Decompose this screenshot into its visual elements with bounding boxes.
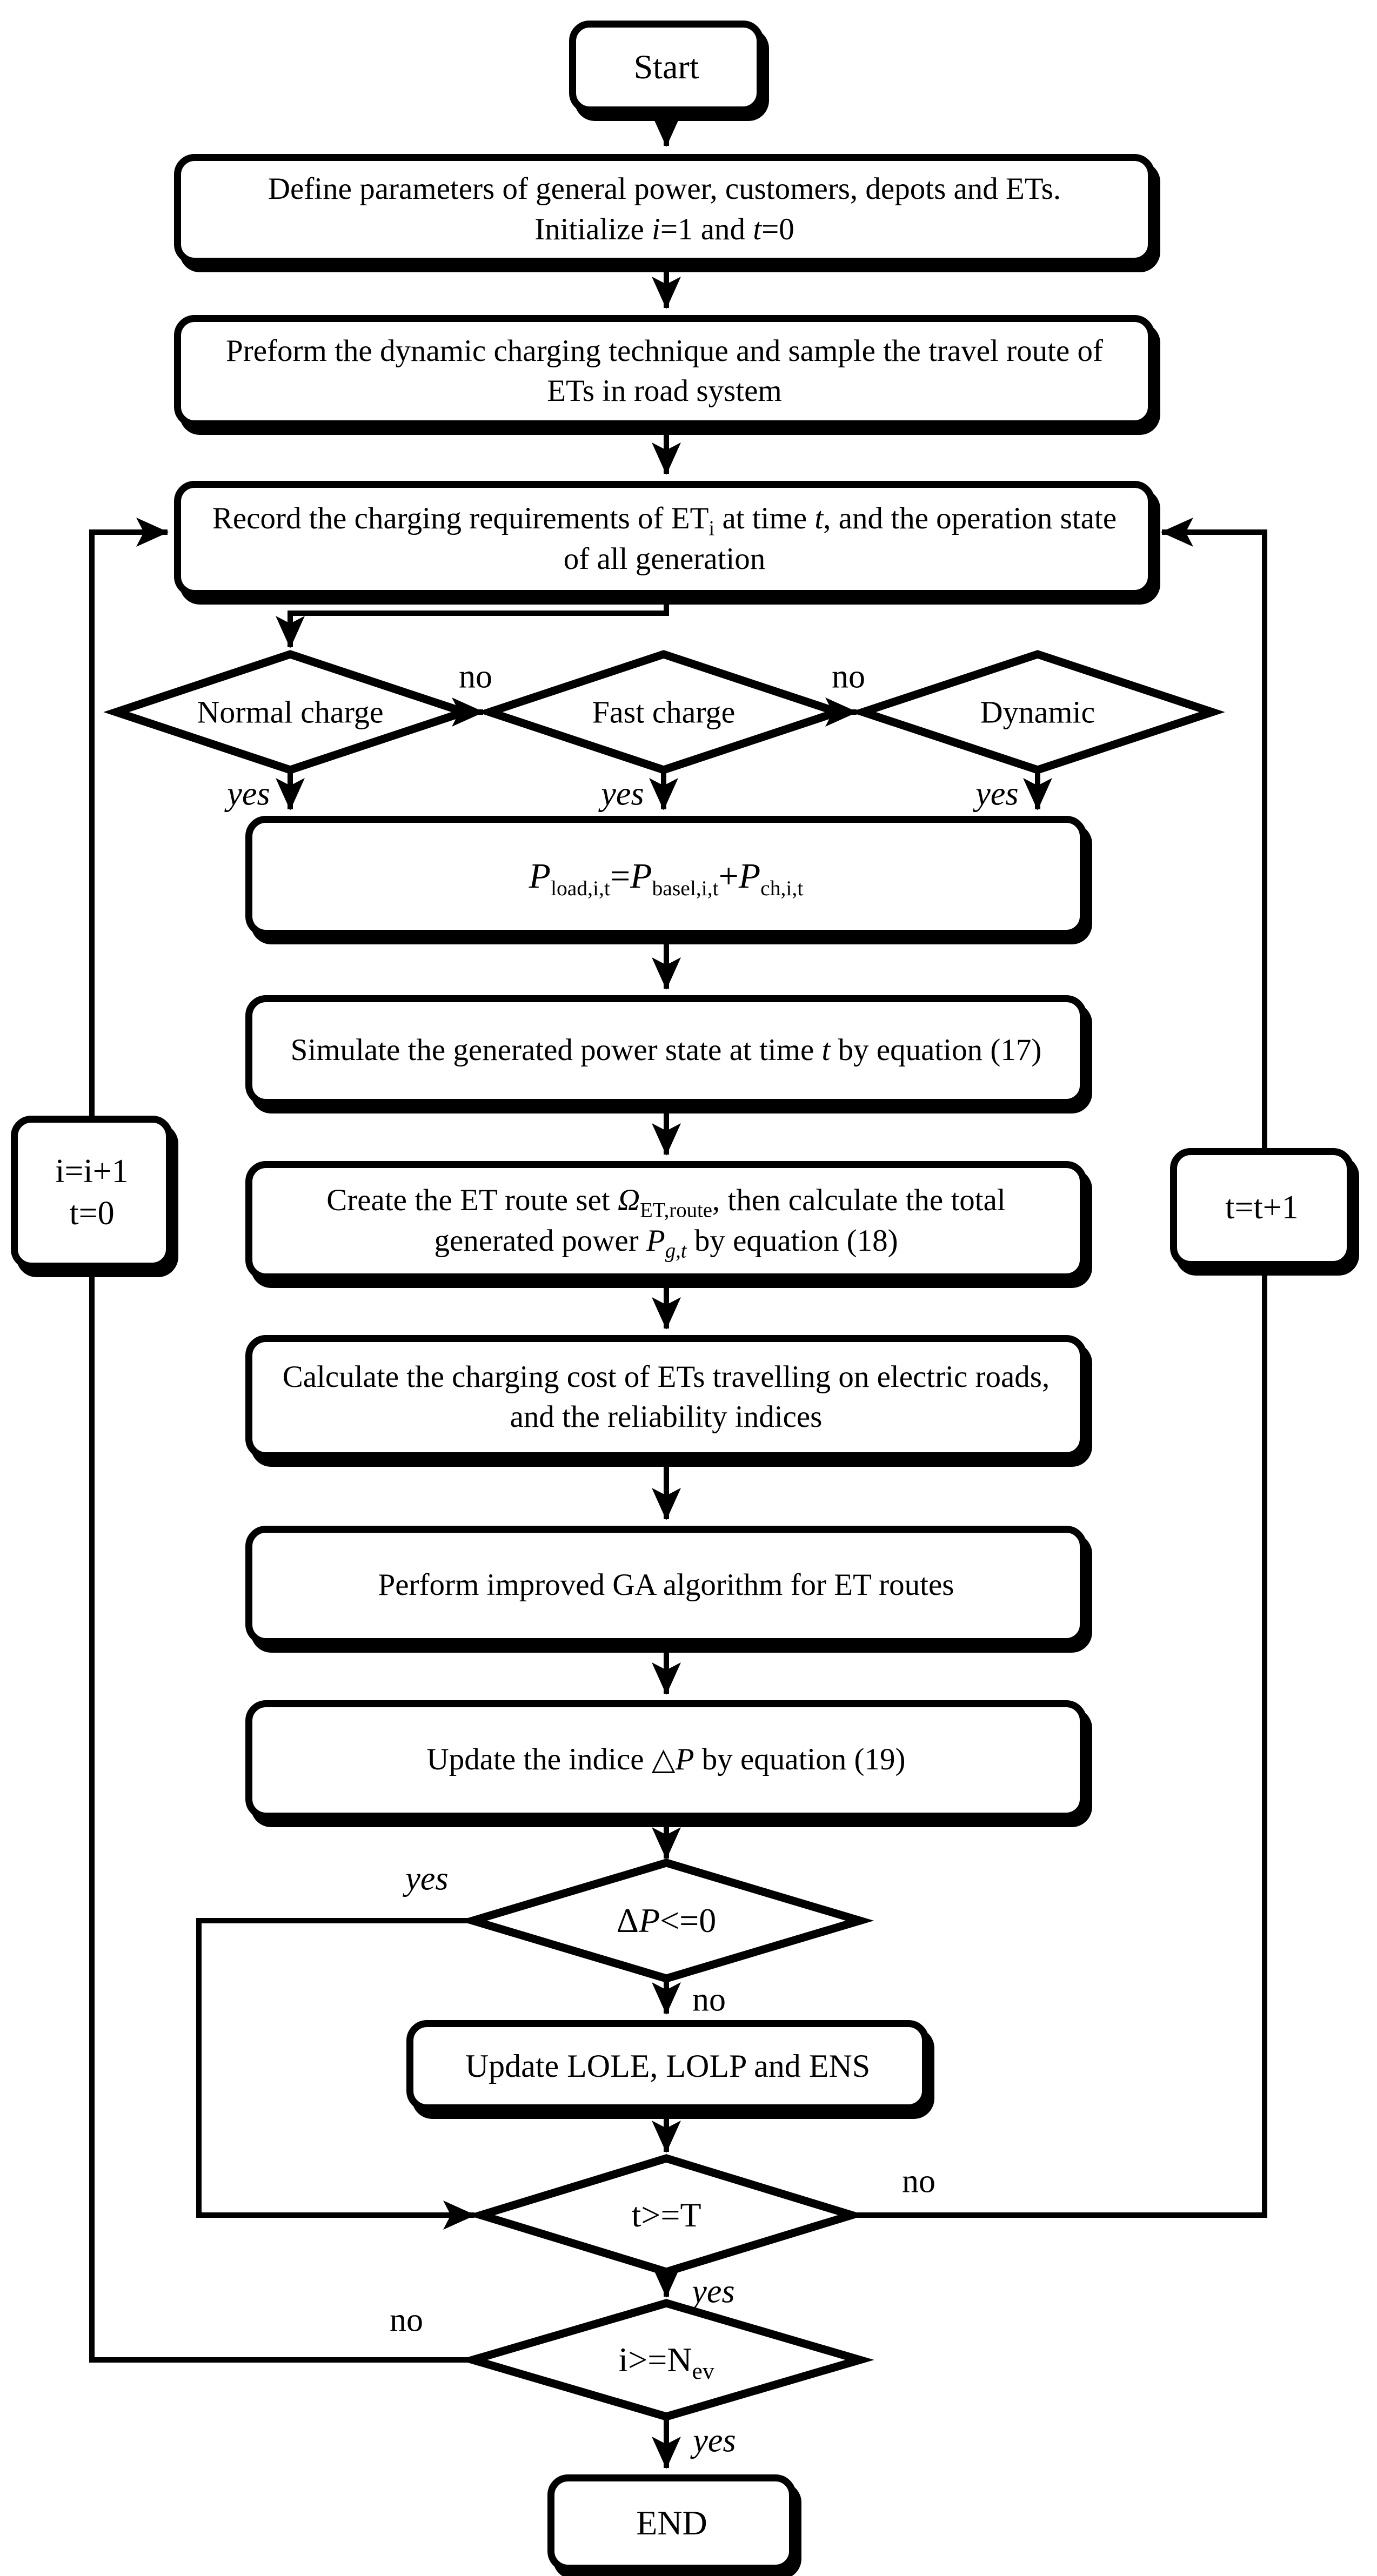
node-calculate-charging-cost-label: Calculate the charging cost of ETs trave… [282,1359,1050,1434]
node-simulate-power-state-label: Simulate the generated power state at ti… [290,1033,1042,1068]
node-preform-dynamic-charging-label: Preform the dynamic charging technique a… [226,333,1103,408]
node-preform-dynamic-charging: Preform the dynamic charging technique a… [174,315,1155,427]
node-t-increment: t=t+1 [1170,1148,1354,1268]
edge-deltap-yes-loop [196,1918,476,2230]
node-pload-equation: Pload,i,t=Pbasel,i,t+Pch,i,t [245,816,1087,937]
node-update-lole-lolp-ens: Update LOLE, LOLP and ENS [406,2020,929,2111]
decision-deltap-label: ΔP<=0 [616,1901,717,1940]
node-record-charging-requirements: Record the charging requirements of ETi … [174,481,1155,597]
edge-label-no-icheck: no [390,2302,423,2339]
node-define-parameters: Define parameters of general power, cust… [174,154,1155,265]
edge-record-normal [276,597,669,648]
node-update-indice-deltap: Update the indice △P by equation (19) [245,1700,1087,1820]
node-define-parameters-label: Define parameters of general power, cust… [268,172,1061,246]
node-create-et-route-set-label: Create the ET route set ΩET,route, then … [326,1183,1006,1262]
decision-icheck-label: i>=Nev [618,2340,714,2384]
decision-dynamic-label: Dynamic [980,694,1095,730]
edge-label-no-normal-fast: no [459,658,492,695]
edge-label-yes-dynamic: yes [975,775,1019,813]
edge-label-yes-normal: yes [227,775,270,813]
node-record-charging-requirements-label: Record the charging requirements of ETi … [212,501,1117,576]
node-start-label: Start [633,48,699,86]
node-simulate-power-state: Simulate the generated power state at ti… [245,995,1087,1106]
node-pload-equation-label: Pload,i,t=Pbasel,i,t+Pch,i,t [529,856,804,901]
node-create-et-route-set: Create the ET route set ΩET,route, then … [245,1161,1087,1280]
node-perform-ga-algorithm-label: Perform improved GA algorithm for ET rou… [378,1568,954,1602]
node-start: Start [569,21,764,113]
node-end-label: END [636,2504,707,2543]
node-update-indice-deltap-label: Update the indice △P by equation (19) [426,1742,906,1777]
edge-label-yes-tcheck: yes [692,2273,735,2310]
decision-deltap-shape [458,1859,874,1983]
decision-normal-charge-label: Normal charge [197,694,384,730]
edge-label-no-tcheck: no [902,2163,935,2200]
decision-fast-charge-shape [477,650,851,774]
decision-icheck-shape [458,2299,874,2421]
edge-label-yes-icheck: yes [693,2422,736,2459]
node-perform-ga-algorithm: Perform improved GA algorithm for ET rou… [245,1526,1087,1645]
decision-dynamic-shape [850,650,1225,774]
node-end: END [547,2474,796,2572]
node-calculate-charging-cost: Calculate the charging cost of ETs trave… [245,1335,1087,1459]
decision-tcheck-label: t>=T [631,2196,701,2234]
node-t-increment-label: t=t+1 [1225,1189,1299,1226]
decision-normal-charge-shape [103,650,477,774]
edge-label-yes-fast: yes [601,775,644,813]
edge-label-yes-deltap: yes [405,1860,449,1897]
decision-fast-charge-label: Fast charge [592,694,736,730]
edge-icheck-no-loop [89,518,473,2363]
edge-tcheck-no-loop [852,518,1267,2218]
edge-label-no-deltap: no [692,1981,726,2018]
decision-tcheck-shape [467,2154,866,2276]
node-update-lole-lolp-ens-label: Update LOLE, LOLP and ENS [465,2048,871,2084]
edge-label-no-fast-dynamic: no [832,658,865,695]
